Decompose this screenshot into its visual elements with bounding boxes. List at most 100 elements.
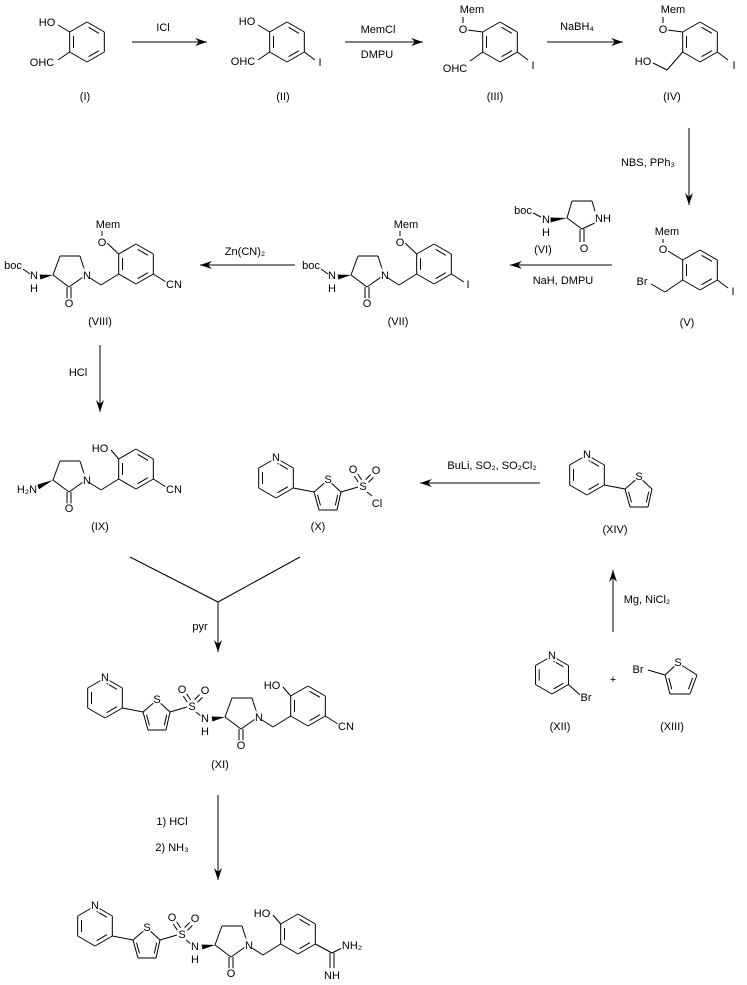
bond — [257, 51, 270, 61]
double-bond — [435, 248, 447, 256]
double-bond — [153, 942, 158, 954]
carbonyl-oxygen: O — [580, 243, 589, 255]
double-bond — [317, 494, 321, 506]
compound-label: (IX) — [91, 521, 109, 533]
aldehyde: OHC — [231, 56, 256, 68]
arrow-sulfonylation: BuLi, SO₂, SO₂Cl₂ — [420, 459, 540, 487]
double-bond — [137, 453, 149, 461]
compound-label: (IV) — [663, 91, 681, 103]
boc-group: boc — [302, 260, 320, 272]
bond — [666, 51, 684, 71]
bond — [153, 478, 167, 488]
bond — [230, 944, 249, 958]
wedge-bond — [549, 217, 567, 223]
bond — [325, 715, 339, 725]
bond — [664, 662, 679, 676]
double-bond — [137, 248, 149, 256]
arrow-head-icon — [195, 38, 207, 46]
arrow-head-icon — [96, 400, 104, 412]
bond — [647, 488, 653, 508]
bond — [293, 487, 315, 493]
bond — [682, 21, 701, 33]
bond — [224, 697, 233, 718]
carbonyl-oxygen: O — [363, 298, 372, 310]
bond — [297, 943, 316, 955]
double-bond — [172, 923, 178, 931]
double-bond — [588, 483, 600, 491]
reagent-label: HCl — [69, 367, 87, 379]
bond — [129, 556, 219, 603]
bond — [122, 707, 144, 713]
bond — [290, 685, 309, 697]
ether-oxygen: O — [659, 24, 668, 36]
bond — [77, 905, 96, 917]
arrow-coupling: Mg, NiCl₂ — [609, 570, 672, 632]
double-bond — [701, 26, 713, 34]
compound-XII: NBr(XII) — [535, 649, 593, 735]
double-bond — [501, 26, 513, 34]
compound-XIV: NS(XIV) — [569, 448, 653, 538]
nitrile: CN — [166, 279, 182, 291]
bond — [52, 479, 70, 493]
bromo: Br — [633, 664, 644, 676]
bond — [269, 21, 288, 33]
sulfonyl-oxygen: O — [372, 465, 381, 477]
bond — [350, 255, 359, 276]
double-bond — [137, 477, 149, 485]
reagent-label: Mg, NiCl₂ — [624, 594, 670, 606]
bond — [604, 484, 626, 490]
nitrile: CN — [338, 721, 354, 733]
bond — [313, 491, 320, 511]
bond — [307, 685, 326, 697]
mem-group: Mem — [655, 226, 679, 238]
wedge-bond — [39, 274, 53, 280]
arrow-reduction: NaBH₄ — [547, 20, 623, 46]
bond — [416, 243, 435, 255]
bond — [52, 460, 61, 481]
double-bond — [176, 921, 182, 929]
sulfonamide-hydrogen: H — [201, 726, 209, 738]
bond — [433, 243, 452, 255]
double-bond — [368, 477, 374, 483]
carbonyl-oxygen: O — [227, 968, 236, 980]
double-bond — [701, 278, 713, 286]
bond — [135, 273, 154, 285]
double-bond — [106, 682, 118, 690]
bond — [87, 677, 106, 689]
double-bond — [353, 475, 359, 483]
reagent-label: NaBH₄ — [560, 21, 594, 33]
bond — [327, 479, 342, 493]
bond — [350, 274, 368, 288]
compound-label: (I) — [80, 91, 90, 103]
bond — [532, 212, 542, 218]
thiophene-sulfur: S — [153, 694, 160, 706]
double-bond — [182, 695, 188, 703]
double-bond — [187, 925, 193, 931]
pyridine-nitrogen: N — [548, 650, 556, 662]
pyridine-nitrogen: N — [101, 672, 109, 684]
bond — [257, 24, 270, 33]
double-bond — [553, 660, 564, 668]
bond — [652, 62, 668, 71]
bond — [224, 716, 242, 730]
bond — [591, 200, 597, 215]
bond — [135, 448, 154, 460]
bond — [251, 947, 264, 956]
sulfonyl-oxygen: O — [168, 912, 177, 924]
bond — [551, 684, 569, 695]
thiophene-sulfur: S — [143, 922, 150, 934]
sulfonyl-sulfur: S — [359, 481, 366, 493]
amine-nitrogen: N — [328, 270, 336, 282]
bond — [87, 707, 106, 719]
bond — [258, 457, 277, 469]
bond — [647, 669, 666, 676]
double-bond — [88, 26, 100, 34]
bond — [104, 707, 123, 719]
boc-group: boc — [4, 260, 22, 272]
arrow-head-icon — [214, 868, 222, 880]
bond — [336, 491, 342, 511]
